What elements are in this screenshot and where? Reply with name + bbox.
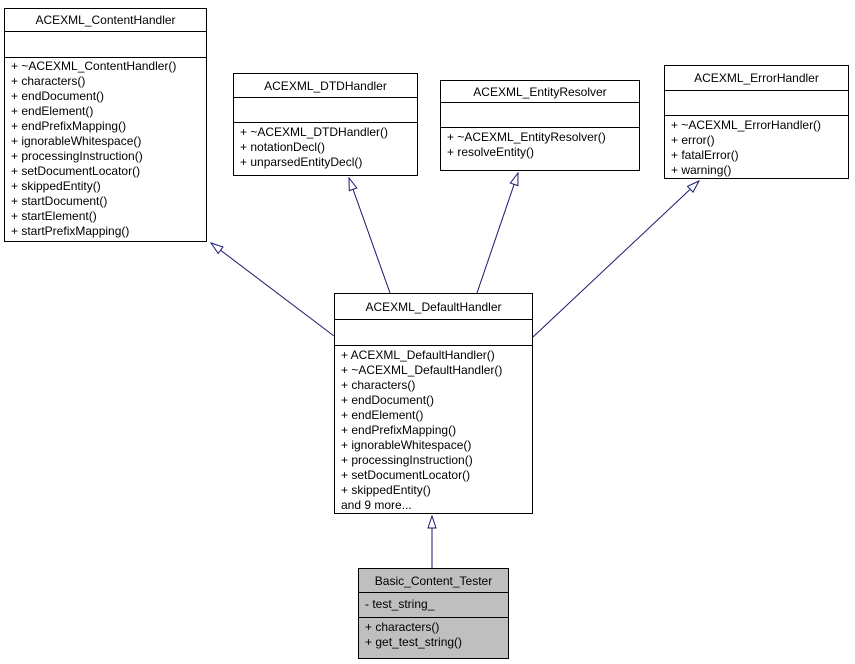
method-label: + startElement() — [11, 209, 97, 223]
method-label: + ~ACEXML_DefaultHandler() — [341, 363, 503, 377]
method-label: + unparsedEntityDecl() — [240, 155, 363, 169]
method-label: + endDocument() — [11, 89, 105, 103]
class-attributes-empty — [441, 103, 639, 128]
method-label: + get_test_string() — [365, 635, 463, 649]
class-acexml-contenthandler: ACEXML_ContentHandler + ~ACEXML_ContentH… — [4, 8, 207, 242]
method-label: + characters() — [11, 74, 86, 88]
method-more-label: and 9 more... — [341, 498, 412, 512]
method-label: + processingInstruction() — [11, 149, 143, 163]
class-methods: + ~ACEXML_EntityResolver() + resolveEnti… — [441, 128, 639, 170]
class-title: ACEXML_DTDHandler — [234, 74, 417, 98]
method-label: + endElement() — [341, 408, 424, 422]
class-methods: + ~ACEXML_ErrorHandler() + error() + fat… — [665, 116, 848, 178]
method-label: + warning() — [671, 163, 732, 177]
method-label: + endDocument() — [341, 393, 435, 407]
method-label: + endPrefixMapping() — [11, 119, 127, 133]
class-title: ACEXML_DefaultHandler — [335, 294, 532, 320]
method-label: + endElement() — [11, 104, 94, 118]
class-acexml-errorhandler: ACEXML_ErrorHandler + ~ACEXML_ErrorHandl… — [664, 65, 849, 179]
method-label: + endPrefixMapping() — [341, 423, 457, 437]
method-label: + ignorableWhitespace() — [341, 438, 472, 452]
class-acexml-defaulthandler: ACEXML_DefaultHandler + ACEXML_DefaultHa… — [334, 293, 533, 514]
class-attributes-empty — [665, 91, 848, 116]
method-label: + ~ACEXML_ContentHandler() — [11, 59, 177, 73]
inheritance-edge-defaulthandler-errorhandler — [532, 181, 699, 338]
method-label: + skippedEntity() — [11, 179, 101, 193]
method-label: + characters() — [341, 378, 416, 392]
class-title: ACEXML_ErrorHandler — [665, 66, 848, 91]
method-label: + setDocumentLocator() — [11, 164, 141, 178]
method-label: + skippedEntity() — [341, 483, 431, 497]
class-methods: + ~ACEXML_ContentHandler() + characters(… — [5, 58, 206, 241]
class-methods: + ~ACEXML_DTDHandler() + notationDecl() … — [234, 123, 417, 175]
method-label: + characters() — [365, 620, 440, 634]
method-label: + processingInstruction() — [341, 453, 473, 467]
inheritance-edge-defaulthandler-entityresolver — [476, 173, 518, 294]
method-label: + error() — [671, 133, 715, 147]
class-acexml-entityresolver: ACEXML_EntityResolver + ~ACEXML_EntityRe… — [440, 80, 640, 171]
class-attributes-empty — [234, 98, 417, 123]
class-attributes-empty — [5, 32, 206, 58]
class-title: Basic_Content_Tester — [359, 569, 508, 593]
class-acexml-dtdhandler: ACEXML_DTDHandler + ~ACEXML_DTDHandler()… — [233, 73, 418, 176]
method-label: + startDocument() — [11, 194, 108, 208]
method-label: + startPrefixMapping() — [11, 224, 130, 238]
method-label: + resolveEntity() — [447, 145, 535, 159]
class-methods: + ACEXML_DefaultHandler() + ~ACEXML_Defa… — [335, 346, 532, 513]
method-label: + setDocumentLocator() — [341, 468, 471, 482]
attribute-label: - test_string_ — [365, 597, 435, 611]
inheritance-edge-defaulthandler-dtdhandler — [349, 178, 391, 294]
method-label: + ~ACEXML_EntityResolver() — [447, 130, 606, 144]
method-label: + ~ACEXML_ErrorHandler() — [671, 118, 822, 132]
method-label: + notationDecl() — [240, 140, 326, 154]
inheritance-edge-defaulthandler-contenthandler — [211, 243, 335, 337]
class-methods: + characters() + get_test_string() — [359, 618, 508, 658]
class-attributes-empty — [335, 320, 532, 346]
method-label: + ACEXML_DefaultHandler() — [341, 348, 495, 362]
class-title: ACEXML_ContentHandler — [5, 9, 206, 32]
class-title: ACEXML_EntityResolver — [441, 81, 639, 103]
class-basic-content-tester: Basic_Content_Tester - test_string_ + ch… — [358, 568, 509, 659]
class-attributes: - test_string_ — [359, 593, 508, 618]
method-label: + ignorableWhitespace() — [11, 134, 142, 148]
method-label: + fatalError() — [671, 148, 739, 162]
method-label: + ~ACEXML_DTDHandler() — [240, 125, 389, 139]
